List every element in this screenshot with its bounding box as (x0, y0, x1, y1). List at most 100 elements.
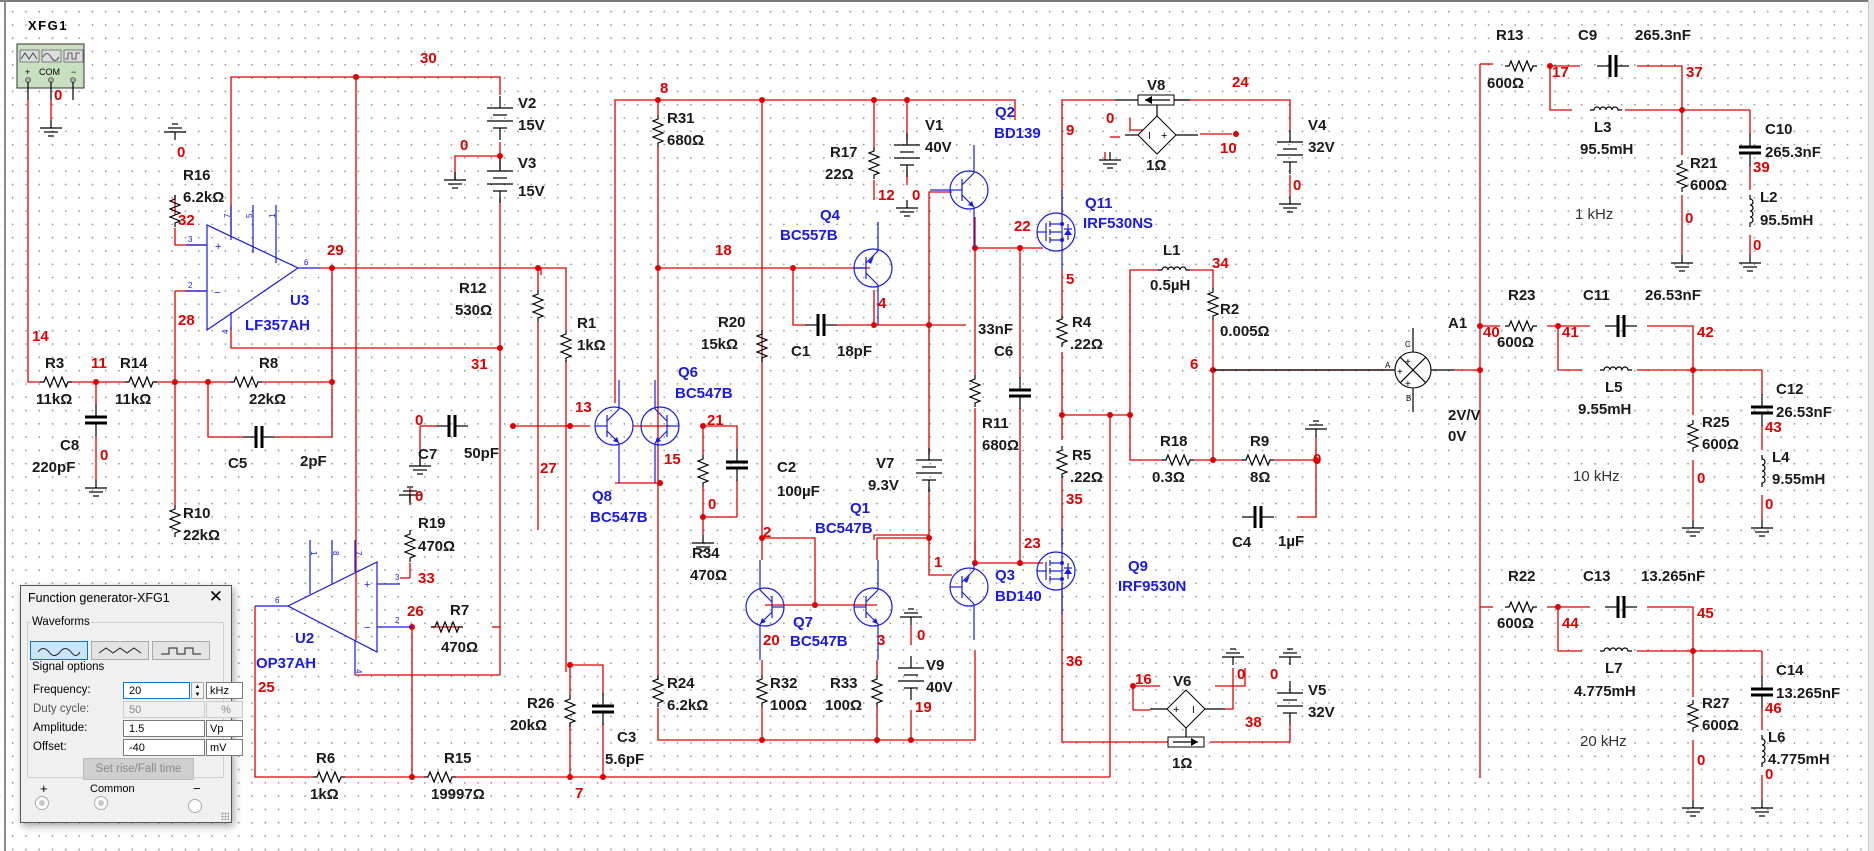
net-labels-n42: 42 (1697, 324, 1714, 341)
capacitor-c5 (241, 424, 277, 450)
r18-name: R18 (1160, 433, 1188, 450)
r18-value: 0.3Ω (1152, 469, 1185, 486)
resistor-r21 (1676, 159, 1688, 193)
resize-grip[interactable] (221, 812, 229, 820)
canvas-border-top (0, 0, 1874, 2)
c2-value: 100µF (777, 483, 820, 500)
r13-value: 600Ω (1487, 75, 1524, 92)
resistor-r26 (564, 694, 576, 728)
common-terminal-connector[interactable] (94, 796, 108, 810)
opamp-u2[interactable]: + − 1 8 7 3 2 6 4 U2 OP37AH (255, 540, 412, 675)
function-generator-dialog[interactable]: Function generator-XFG1 ✕ Waveforms Sign… (20, 585, 243, 823)
square-wave-icon (161, 647, 201, 654)
l7-value: 4.775mH (1574, 683, 1636, 700)
plus-terminal-connector[interactable] (35, 796, 49, 810)
amplitude-input[interactable]: 1.5 (123, 720, 205, 737)
ground-icon (1221, 648, 1245, 666)
plus-terminal[interactable] (25, 77, 31, 83)
offset-input[interactable]: -40 (123, 739, 205, 756)
opamp-u3[interactable]: + − 7 5 1 3 2 6 4 U3 LF357AH (186, 205, 320, 334)
inductor-l6 (1761, 734, 1766, 768)
r33-value: 100Ω (825, 697, 862, 714)
net-labels-n13: 13 (575, 399, 592, 416)
duty-cycle-label: Duty cycle: (33, 703, 90, 715)
capacitor-c7 (434, 413, 470, 439)
r12-value: 530Ω (455, 302, 492, 319)
minus-terminal-connector[interactable] (188, 799, 202, 813)
net-labels-n34: 34 (1212, 255, 1229, 272)
net-labels-n0: 0 (1106, 110, 1114, 127)
set-rise-fall-time-button[interactable]: Set rise/Fall time (83, 758, 194, 780)
resistor-r14 (124, 376, 158, 388)
net-labels-n12: 12 (878, 187, 895, 204)
r21-name: R21 (1690, 155, 1718, 172)
a1-offset: 0V (1448, 428, 1466, 445)
c3-name: C3 (617, 729, 636, 746)
com-terminal[interactable] (48, 77, 54, 83)
q2-name: Q2 (995, 104, 1015, 121)
ground-icon (1098, 151, 1122, 169)
c7-value: 50pF (464, 445, 499, 462)
r25-name: R25 (1702, 414, 1730, 431)
v5-name: V5 (1308, 682, 1326, 699)
function-generator-instrument[interactable]: XFG1 + COM − (16, 18, 85, 100)
r23-name: R23 (1508, 287, 1536, 304)
svg-text:+: + (215, 241, 221, 253)
net-labels-n0: 0 (1685, 210, 1693, 227)
mosfet-q11 (1036, 212, 1076, 252)
r3-value: 11kΩ (36, 391, 72, 408)
resistor-r12-body (532, 289, 544, 323)
frequency-label: Frequency: (33, 684, 91, 696)
q6-name: Q6 (678, 364, 698, 381)
frequency-spinner[interactable]: ▲▼ (191, 682, 204, 699)
wires (27, 63, 1763, 800)
duty-cycle-input[interactable]: 50 (123, 701, 205, 718)
offset-unit-select[interactable]: mV (206, 739, 243, 756)
net-labels-n0: 0 (54, 87, 62, 104)
net-labels-n14: 14 (32, 328, 49, 345)
triangle-wave-button[interactable] (91, 641, 149, 660)
r3-name: R3 (45, 355, 64, 372)
resistor-r3 (39, 376, 73, 388)
c12-name: C12 (1776, 381, 1804, 398)
r22-name: R22 (1508, 568, 1536, 585)
square-wave-button[interactable] (152, 641, 210, 660)
vertical-scrollbar[interactable] (1868, 0, 1874, 851)
net-labels-n43: 43 (1765, 419, 1782, 436)
ground-icon (39, 119, 63, 137)
net-labels-n21: 21 (707, 412, 724, 429)
l1-name: L1 (1163, 242, 1181, 259)
frequency-unit-select[interactable]: kHz (206, 682, 243, 699)
l2-value: 95.5mH (1760, 212, 1813, 229)
sine-wave-icon (41, 49, 62, 63)
ground-icon (443, 171, 467, 189)
r12-name: R12 (459, 280, 487, 297)
pin-label: 7 (223, 213, 232, 218)
q2-model: BD139 (994, 125, 1041, 142)
q3-model: BD140 (995, 588, 1042, 605)
net-labels-n0: 0 (100, 447, 108, 464)
frequency-input[interactable]: 20 (123, 682, 190, 699)
net-labels-n0: 0 (917, 627, 925, 644)
close-icon[interactable]: ✕ (208, 587, 223, 606)
resistor-r5 (1056, 445, 1068, 479)
resistor-r13 (1504, 60, 1538, 72)
v7-name: V7 (876, 455, 894, 472)
amplitude-unit-select[interactable]: Vp (206, 720, 243, 737)
net-labels-n9: 9 (1066, 122, 1074, 139)
a1-gain: 2V/V (1448, 407, 1481, 424)
minus-terminal[interactable] (70, 77, 76, 83)
r4-value: .22Ω (1070, 336, 1103, 353)
c13-value: 13.265nF (1641, 568, 1705, 585)
net-labels-n2: 2 (763, 524, 771, 541)
resistor-r22 (1504, 601, 1538, 613)
sine-wave-button[interactable] (30, 641, 88, 660)
pin-label: 2 (395, 616, 400, 625)
net-labels-n27: 27 (540, 460, 557, 477)
net-labels-n0: 0 (708, 496, 716, 513)
battery-v9 (897, 655, 925, 701)
net-labels-n4: 4 (878, 295, 887, 312)
c8-value: 220pF (32, 459, 75, 476)
